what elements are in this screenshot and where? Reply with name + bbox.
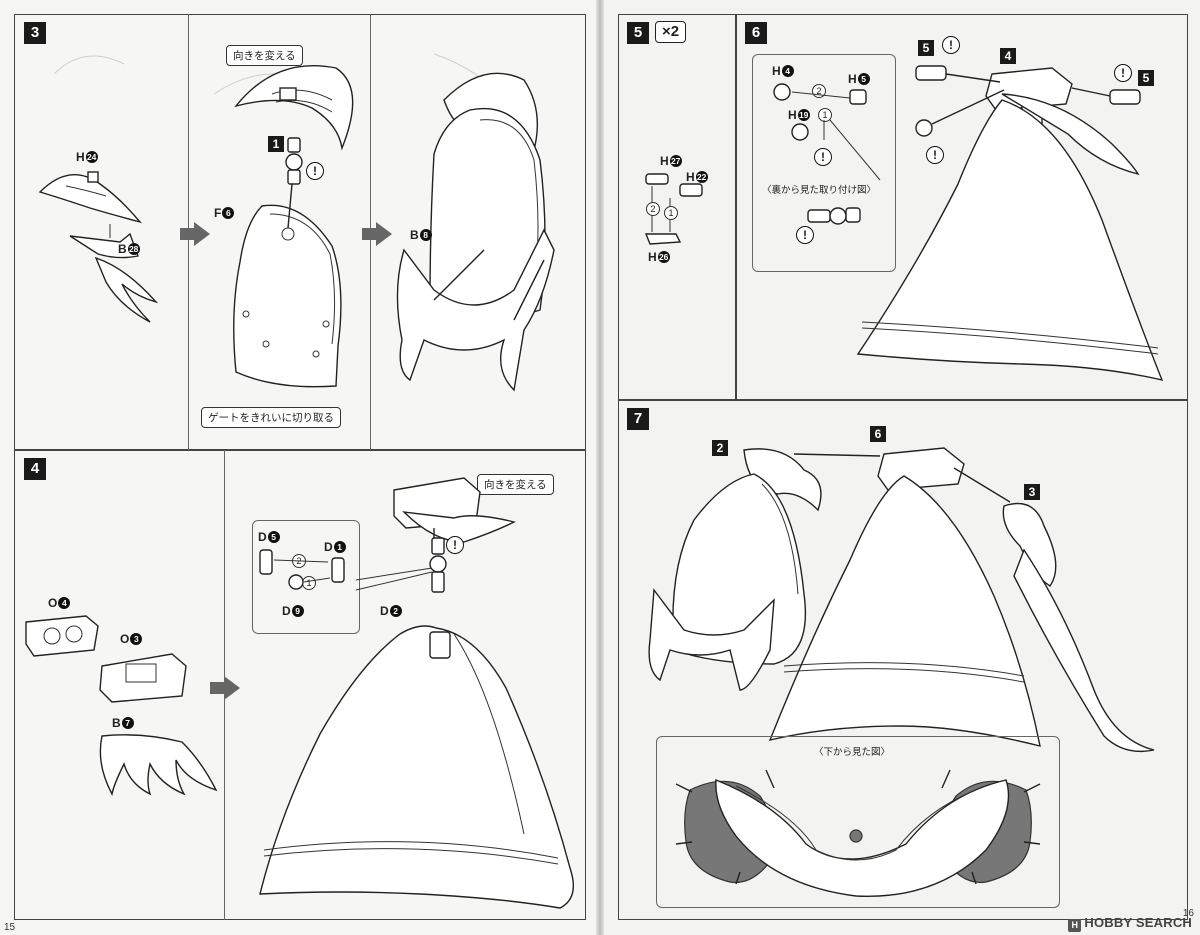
step6-warning-backview: ! xyxy=(796,226,814,244)
step4-warning-icon: ! xyxy=(446,536,464,554)
part-h24-drawing xyxy=(38,171,142,224)
step3-assembled xyxy=(396,72,555,392)
part-o3-drawing xyxy=(99,653,187,703)
step4-subassembly-box xyxy=(252,520,360,634)
step3-turn-tag: 向きを変える xyxy=(226,45,303,66)
page-number-right: 16 xyxy=(1182,908,1194,919)
step5-badge: 5 xyxy=(627,22,649,44)
step3-flow-arrow-2 xyxy=(362,222,392,246)
step6-cape-assembly xyxy=(856,65,1164,381)
step3-flow-arrow-1 xyxy=(180,222,210,246)
step4-subassembly-drawing xyxy=(259,549,345,590)
step6-warning-joint: ! xyxy=(926,146,944,164)
step6-order-1: 1 xyxy=(818,108,832,122)
step3-joint xyxy=(285,137,303,185)
watermark-text: HOBBY SEARCH xyxy=(1084,915,1192,930)
step3-gate-tag: ゲートをきれいに切り取る xyxy=(201,407,341,428)
step7-badge: 7 xyxy=(627,408,649,430)
step7-bottom-view-drawing xyxy=(675,769,1041,897)
step7-ref-3: 3 xyxy=(1024,484,1040,500)
step4-joint xyxy=(429,537,447,593)
step7-ref-6: 6 xyxy=(870,426,886,442)
step5-order-2: 2 xyxy=(646,202,660,216)
watermark-logo-icon: H xyxy=(1068,919,1082,932)
step5-order-1: 1 xyxy=(664,206,678,220)
step4-head-assembly xyxy=(393,477,517,546)
step4-flow-arrow xyxy=(210,676,240,700)
step5-parts-drawing xyxy=(644,173,703,245)
step6-warning-top-left: ! xyxy=(942,36,960,54)
step4-panel xyxy=(14,450,586,920)
step7-assembly-drawing xyxy=(648,447,1155,753)
step3-badge: 3 xyxy=(24,22,46,44)
step5-multiplier: ×2 xyxy=(655,21,687,43)
step6-ref-5a: 5 xyxy=(918,40,934,56)
step6-back-view-drawing xyxy=(807,207,861,225)
page-gutter xyxy=(596,0,604,935)
step7-bottom-view-box xyxy=(656,736,1060,908)
step3-sub-ref-1: 1 xyxy=(268,136,284,152)
step6-sub-title: 〈裏から見た取り付け図〉 xyxy=(762,185,877,196)
step3-head-piece xyxy=(234,64,354,151)
step7-ref-2: 2 xyxy=(712,440,728,456)
step4-badge: 4 xyxy=(24,458,46,480)
step4-connector-lines xyxy=(355,567,433,591)
step5-panel xyxy=(618,14,736,400)
step6-warning-top-right: ! xyxy=(1114,64,1132,82)
step7-panel xyxy=(618,400,1188,920)
step6-badge: 6 xyxy=(745,22,767,44)
step4-turn-tag: 向きを変える xyxy=(477,474,554,495)
step3-warning-icon: ! xyxy=(306,162,324,180)
step6-warning-inset: ! xyxy=(814,148,832,166)
part-b28-drawing xyxy=(69,224,159,323)
step3-plate-f6 xyxy=(233,183,342,388)
step6-panel xyxy=(736,14,1188,400)
part-o4-drawing xyxy=(25,615,99,657)
step7-sub-title: 〈下から見た図〉 xyxy=(814,747,891,758)
step6-ref-5b: 5 xyxy=(1138,70,1154,86)
step6-subassembly-box xyxy=(752,54,896,272)
step3-panel xyxy=(14,14,586,450)
step6-subassembly-drawing xyxy=(773,83,881,181)
page-number-left: 15 xyxy=(4,922,16,933)
part-b7-drawing xyxy=(99,734,218,797)
step4-cape-d2 xyxy=(259,625,574,909)
step6-ref-4: 4 xyxy=(1000,48,1016,64)
